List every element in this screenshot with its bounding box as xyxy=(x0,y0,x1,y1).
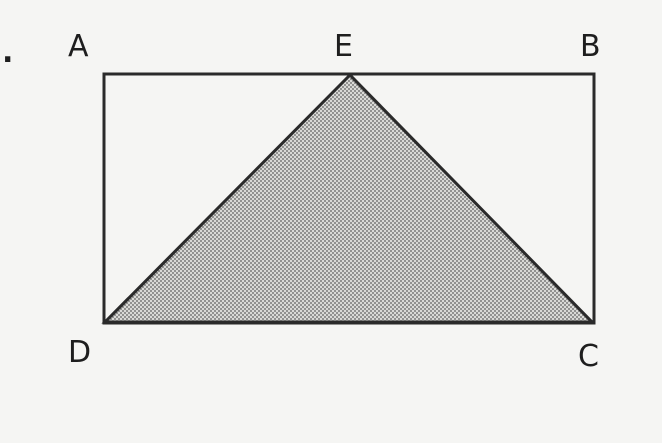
problem-bullet: . xyxy=(2,35,13,70)
vertex-label-a: A xyxy=(68,29,89,64)
vertex-label-b: B xyxy=(580,29,601,64)
shaded-triangle-dec xyxy=(101,72,596,324)
rectangle-abcd xyxy=(102,72,596,325)
vertex-label-e: E xyxy=(334,29,353,64)
vertex-label-d: D xyxy=(68,335,91,370)
vertex-label-c: C xyxy=(578,339,599,374)
